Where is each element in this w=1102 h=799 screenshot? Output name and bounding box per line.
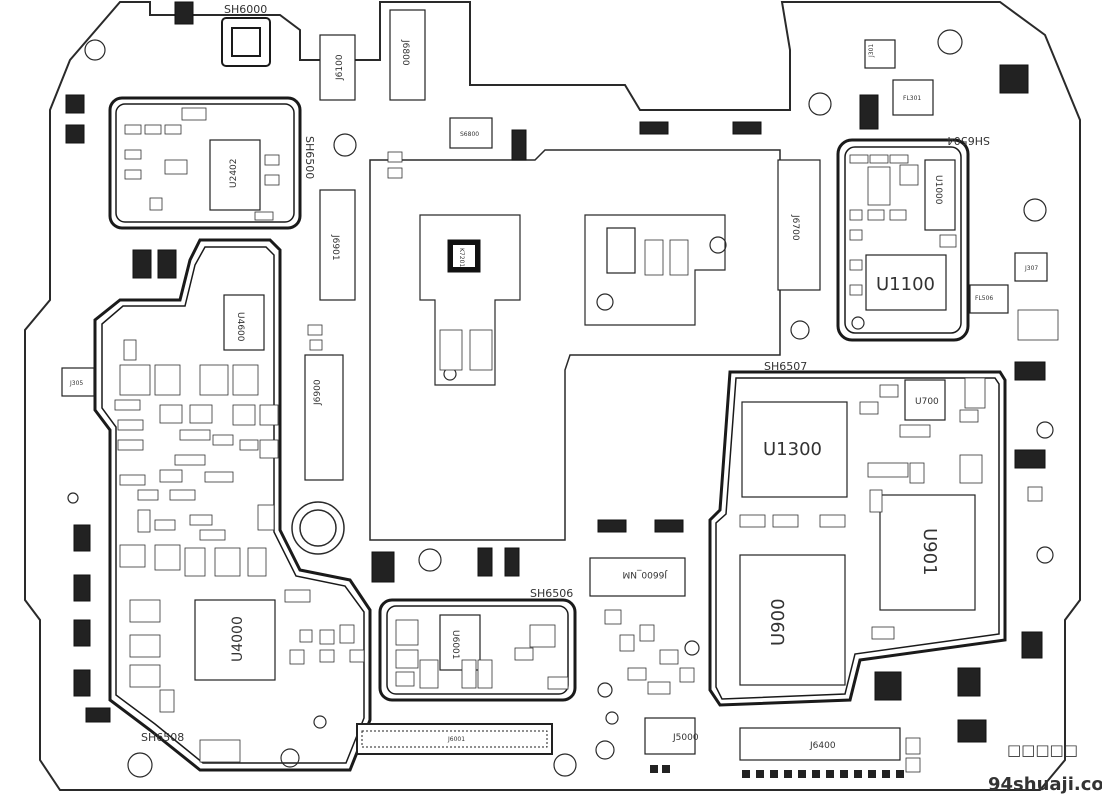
mounting-holes — [67, 29, 1054, 778]
connector-j307 — [1014, 252, 1048, 282]
shield-sh6500 — [108, 96, 302, 230]
chip-u4000 — [194, 599, 276, 681]
connector-j6001 — [356, 723, 553, 755]
connector-j6901 — [319, 189, 356, 301]
shield-sh6506 — [378, 598, 577, 702]
label-sh6000: SH6000 — [224, 3, 267, 16]
label-sh6504: SH6504 — [947, 134, 990, 147]
shield-sh6507 — [708, 370, 1007, 707]
shield-sh6504 — [836, 138, 970, 342]
chip-u700 — [904, 379, 946, 421]
label-u4000: U4000 — [230, 616, 246, 662]
label-sh6507: SH6507 — [764, 360, 807, 373]
label-u700: U700 — [915, 397, 939, 407]
connector-j6001-pins — [361, 730, 548, 748]
passive-components — [114, 107, 1059, 773]
label-j301: J301 — [868, 44, 875, 58]
vibration-motor-inner — [299, 509, 337, 547]
label-sh6506: SH6506 — [530, 587, 573, 600]
spring-contacts — [65, 1, 1046, 743]
label-k7201: K7201 — [458, 248, 465, 267]
watermark-chars: □□□□□ — [1007, 741, 1078, 759]
shield-sh6506-inner — [386, 605, 569, 695]
connector-j6400 — [739, 727, 901, 761]
label-u901: U901 — [919, 528, 940, 576]
label-j6600: J6600_NM — [622, 569, 668, 579]
processor-inner-pad — [419, 214, 521, 386]
label-j6901: J6901 — [330, 234, 340, 261]
camera-connector — [231, 27, 261, 57]
connector-j6800 — [389, 9, 426, 101]
chip-memory — [606, 227, 636, 274]
connector-j6600 — [589, 557, 686, 597]
connector-j6900 — [304, 354, 344, 481]
label-u1100: U1100 — [876, 274, 935, 295]
chip-u901 — [879, 494, 976, 611]
chip-u1300 — [741, 401, 848, 498]
filter-fl506 — [969, 284, 1009, 314]
label-u900: U900 — [768, 598, 789, 646]
label-u4600: U4600 — [235, 312, 245, 342]
label-j5000: J5000 — [672, 733, 699, 743]
shield-sh6504-inner — [844, 146, 962, 334]
connector-j6700 — [777, 159, 821, 291]
label-u6001: U6001 — [450, 630, 460, 660]
label-u1300: U1300 — [763, 439, 822, 460]
shield-sh6000 — [221, 17, 271, 67]
chip-k7201-label-box — [453, 245, 475, 267]
connector-j5000 — [644, 717, 696, 755]
connector-j305 — [61, 367, 95, 397]
label-j307: J307 — [1024, 265, 1038, 272]
shield-sh6508 — [93, 238, 372, 772]
switch-s6800 — [449, 117, 493, 149]
label-fl301: FL301 — [903, 95, 921, 102]
label-j305: J305 — [69, 380, 83, 387]
chip-u4600 — [223, 294, 265, 351]
label-fl506: FL506 — [975, 295, 993, 302]
label-j6800: J6800 — [400, 39, 410, 66]
label-j6400: J6400 — [809, 741, 836, 751]
processor-region-outline — [369, 149, 781, 541]
label-j6100: J6100 — [335, 54, 345, 81]
chip-u1000 — [924, 159, 956, 231]
label-s6800: S6800 — [460, 131, 479, 138]
shield-sh6507-inner — [715, 377, 1000, 700]
label-sh6508: SH6508 — [141, 731, 184, 744]
label-u1000: U1000 — [933, 175, 943, 205]
label-j6900: J6900 — [313, 379, 323, 406]
connector-j301 — [864, 39, 896, 69]
label-u2402: U2402 — [229, 159, 239, 189]
label-j6700: J6700 — [790, 214, 800, 241]
chip-u1100 — [865, 254, 947, 311]
watermark-site: 94shuaji.com — [988, 774, 1102, 795]
shield-sh6508-inner — [101, 246, 365, 764]
shield-sh6500-inner — [115, 103, 295, 223]
label-sh6500: SH6500 — [303, 136, 316, 179]
memory-pad — [584, 214, 726, 326]
chip-u2402 — [209, 139, 261, 211]
filter-fl301 — [892, 79, 934, 116]
vibration-motor-outer — [291, 501, 345, 555]
connector-j6100 — [319, 34, 356, 101]
chip-u900 — [739, 554, 846, 686]
label-j6001: J6001 — [447, 736, 465, 743]
bottom-pad-row — [650, 765, 904, 778]
